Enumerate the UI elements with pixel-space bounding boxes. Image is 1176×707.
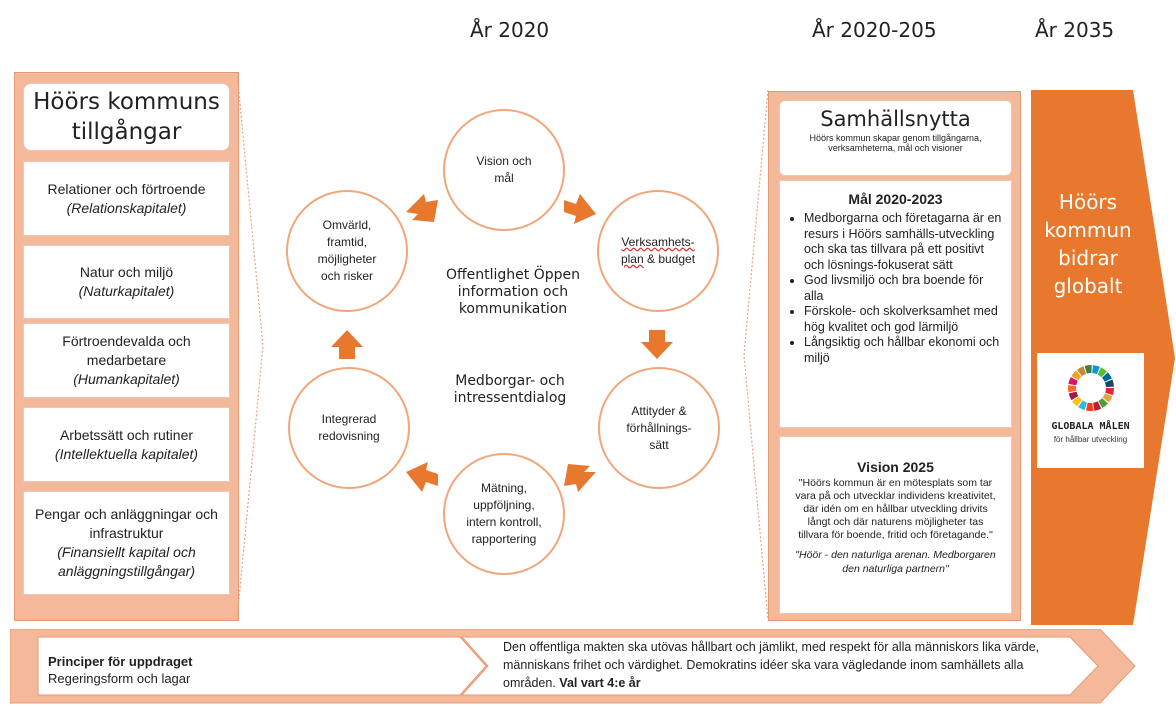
vision-title: Vision 2025 (857, 459, 934, 475)
sdg-logo-sub: för hållbar utveckling (1053, 435, 1128, 444)
cycle-omvarld: Omvärld, framtid, möjligheter och risker (286, 190, 408, 312)
vision-quote: "Höör - den naturliga arenan. Medborgare… (795, 549, 996, 575)
header-year-2020: År 2020 (470, 18, 550, 42)
asset-label: Relationer och förtroende (47, 180, 206, 197)
asset-item-human: Förtroendevalda och medarbetare (Humanka… (23, 323, 230, 398)
globala-malen-logo: GLOBALA MÅLEN för hållbar utveckling (1037, 353, 1144, 468)
cycle-plan: Verksamhets-plan & budget (597, 190, 719, 312)
asset-label: Natur och miljö (79, 264, 174, 280)
goal-item: Medborgarna och företagarna är en resurs… (804, 211, 1005, 273)
goals-list: Medborgarna och företagarna är en resurs… (780, 211, 1011, 366)
arrow-integrerad-to-omvarld (331, 330, 363, 359)
assets-panel: Höörs kommuns tillgångar Relationer och … (14, 72, 239, 621)
cycle-attityder-label: Attityder & förhållnings-sätt (626, 403, 692, 452)
goals-box: Mål 2020-2023 Medborgarna och företagarn… (779, 180, 1012, 428)
goal-item: God livsmiljö och bra boende för alla (804, 273, 1005, 304)
benefit-title: Samhällsnytta (820, 107, 971, 131)
principles-bold: Val vart 4:e år (559, 676, 641, 690)
asset-sub: (Intellektuella kapitalet) (54, 445, 199, 462)
cycle-plan-label: Verksamhets-plan & budget (618, 234, 698, 268)
asset-sub: (Naturkapitalet) (78, 283, 175, 299)
assets-chevron (237, 72, 264, 620)
cycle-vision: Vision och mål (443, 109, 565, 231)
principles-subtitle: Regeringsform och lagar (48, 671, 191, 686)
asset-item-relations: Relationer och förtroende (Relationskapi… (23, 161, 230, 236)
arrow-matning-to-integrerad (406, 462, 438, 492)
assets-title: Höörs kommuns tillgångar (23, 83, 230, 151)
cycle-matning-label: Mätning, uppföljning, intern kontroll, r… (466, 481, 542, 546)
cycle-vision-label: Vision och mål (476, 154, 532, 185)
principles-text-block: Den offentliga makten ska utövas hållbar… (503, 638, 1063, 692)
arrow-attityder-to-matning (564, 464, 596, 492)
arrow-omvarld-to-vision (406, 194, 438, 222)
principles-text: Den offentliga makten ska utövas hållbar… (503, 640, 1040, 690)
sdg-logo-title: GLOBALA MÅLEN (1051, 421, 1130, 432)
center-offentlighet: Offentlighet Öppen information och kommu… (445, 267, 580, 317)
asset-item-intellectual: Arbetssätt och rutiner (Intellektuella k… (23, 407, 230, 482)
cycle-integrerad-label: Integrerad redovisning (318, 412, 380, 443)
center-dialog: Medborgar- och intressentdialog (453, 373, 567, 406)
cycle-matning: Mätning, uppföljning, intern kontroll, r… (443, 453, 565, 575)
arrow-plan-to-attityder (641, 330, 673, 359)
asset-item-financial: Pengar och anläggningar och infrastruktu… (23, 491, 230, 595)
benefit-panel: Samhällsnytta Höörs kommun skapar genom … (768, 91, 1021, 621)
asset-label: Pengar och anläggningar och infrastruktu… (35, 506, 218, 541)
asset-sub: (Finansiellt kapital och anläggningstill… (57, 544, 196, 579)
vision-box: Vision 2025 "Höörs kommun är en mötespla… (779, 436, 1012, 614)
cycle-plan-part: plan (620, 252, 644, 266)
cycle-plan-part: Verksamhets- (621, 235, 695, 249)
asset-item-nature: Natur och miljö (Naturkapitalet) (23, 245, 230, 319)
cycle-omvarld-label: Omvärld, framtid, möjligheter och risker (317, 218, 377, 283)
goal-item: Förskole- och skolverksamhet med hög kva… (804, 304, 1005, 335)
arrow-vision-to-plan (564, 194, 596, 224)
goal-item: Långsiktig och hållbar ekonomi och miljö (804, 335, 1005, 366)
principles-title: Principer för uppdraget (48, 654, 193, 669)
asset-sub: (Humankapitalet) (73, 371, 180, 387)
cycle-integrerad: Integrerad redovisning (288, 367, 410, 489)
asset-label: Arbetssätt och rutiner (59, 426, 194, 443)
asset-sub: (Relationskapitalet) (66, 199, 187, 216)
vision-text: "Höörs kommun är en mötesplats som tar v… (795, 477, 996, 541)
benefit-subtitle: Höörs kommun skapar genom tillgångarna, … (809, 133, 982, 153)
global-text: Höörs kommun bidrar globalt (1044, 190, 1132, 298)
principles-banner (10, 629, 1136, 704)
benefit-chevron (743, 90, 769, 620)
goals-title: Mål 2020-2023 (848, 191, 943, 207)
cycle-plan-part: & budget (643, 252, 696, 266)
sdg-wheel-icon (1068, 365, 1114, 411)
cycle-attityder: Attityder & förhållnings-sätt (598, 367, 720, 489)
header-year-2020-2025: År 2020-205 (812, 18, 937, 42)
benefit-title-box: Samhällsnytta Höörs kommun skapar genom … (779, 100, 1012, 176)
asset-label: Förtroendevalda och medarbetare (62, 333, 191, 368)
header-year-2035: År 2035 (1035, 18, 1115, 42)
